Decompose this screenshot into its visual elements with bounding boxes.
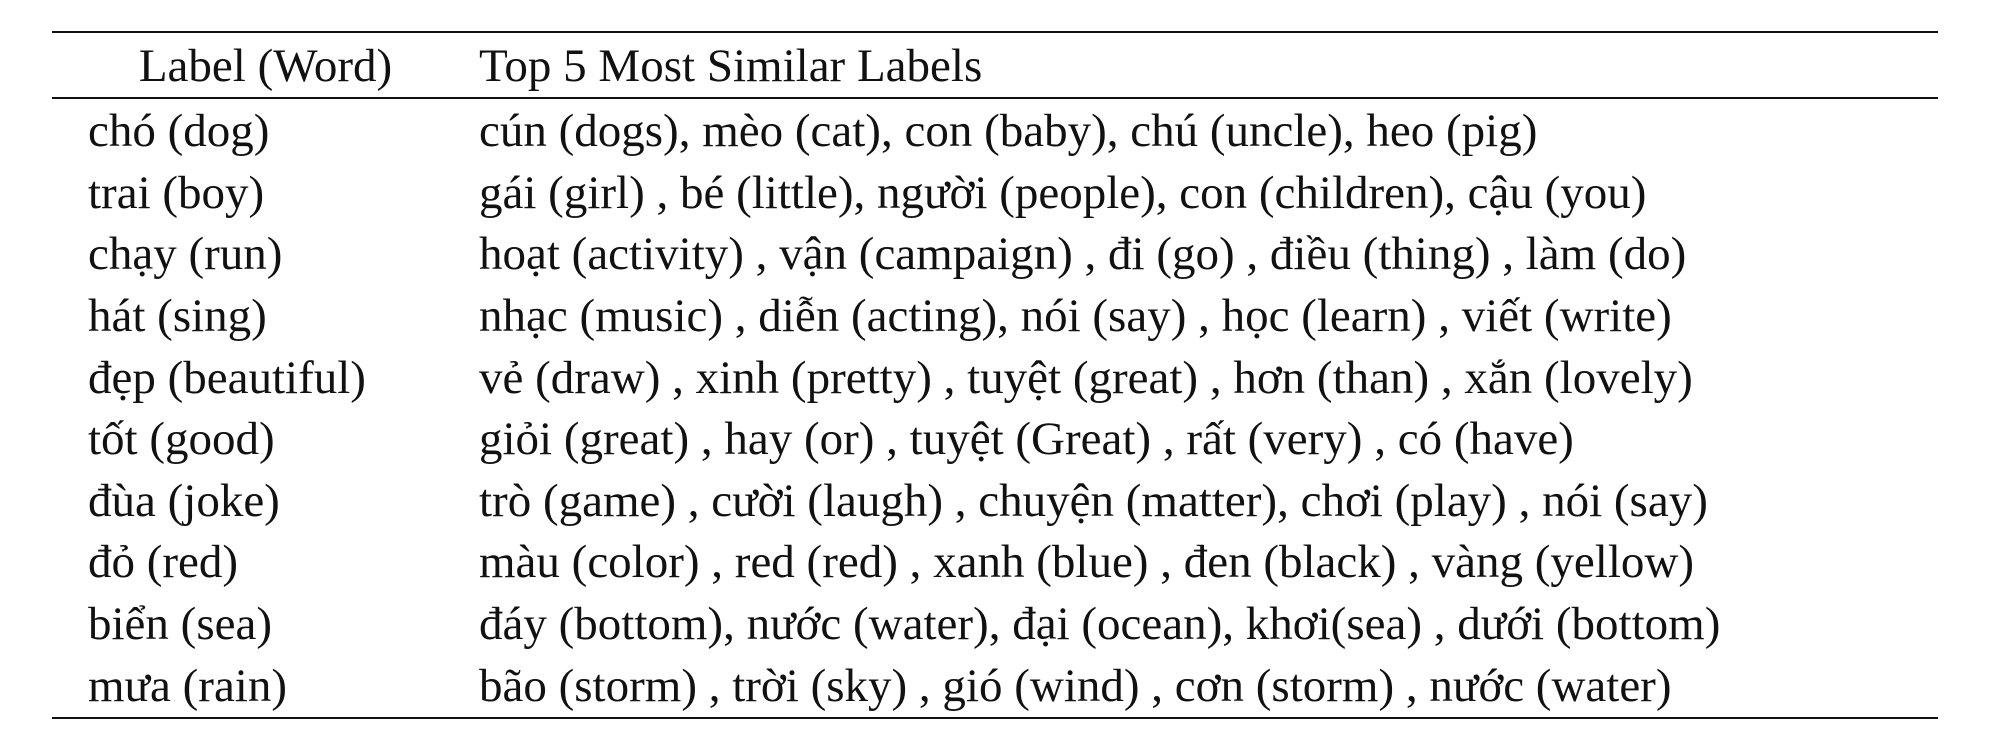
table-row: chó (dog) cún (dogs), mèo (cat), con (ba… [52, 98, 1938, 163]
header-label-word: Label (Word) [138, 39, 393, 92]
label-cell: mưa (rain) [88, 659, 288, 712]
table-row: đùa (joke) trò (game) , cười (laugh) , c… [52, 471, 1938, 533]
similar-labels-cell: nhạc (music) , diễn (acting), nói (say) … [479, 290, 1672, 343]
similar-labels-cell: trò (game) , cười (laugh) , chuyện (matt… [479, 474, 1708, 527]
similar-labels-table: Label (Word) Top 5 Most Similar Labels c… [52, 31, 1938, 719]
table-row: chạy (run) hoạt (activity) , vận (campai… [52, 224, 1938, 286]
similar-labels-table-container: Label (Word) Top 5 Most Similar Labels c… [52, 31, 1938, 719]
label-cell: trai (boy) [88, 166, 265, 219]
similar-labels-cell: vẻ (draw) , xinh (pretty) , tuyệt (great… [479, 351, 1693, 404]
table-row: mưa (rain) bão (storm) , trời (sky) , gi… [52, 655, 1938, 718]
label-cell: hát (sing) [88, 290, 267, 343]
table-header: Label (Word) Top 5 Most Similar Labels [52, 32, 1938, 98]
table-row: trai (boy) gái (girl) , bé (little), ngư… [52, 163, 1938, 225]
similar-labels-cell: cún (dogs), mèo (cat), con (baby), chú (… [479, 105, 1538, 158]
similar-labels-cell: giỏi (great) , hay (or) , tuyệt (Great) … [479, 413, 1574, 466]
header-row: Label (Word) Top 5 Most Similar Labels [52, 32, 1938, 98]
label-cell: đẹp (beautiful) [88, 351, 366, 404]
table-body: chó (dog) cún (dogs), mèo (cat), con (ba… [52, 98, 1938, 718]
table-row: hát (sing) nhạc (music) , diễn (acting),… [52, 286, 1938, 348]
label-cell: đùa (joke) [88, 474, 280, 527]
label-cell: tốt (good) [88, 413, 275, 466]
similar-labels-cell: đáy (bottom), nước (water), đại (ocean),… [479, 598, 1721, 651]
table-row: tốt (good) giỏi (great) , hay (or) , tuy… [52, 409, 1938, 471]
table-row: đỏ (red) màu (color) , red (red) , xanh … [52, 532, 1938, 594]
similar-labels-cell: bão (storm) , trời (sky) , gió (wind) , … [479, 659, 1672, 712]
similar-labels-cell: màu (color) , red (red) , xanh (blue) , … [479, 536, 1694, 589]
label-cell: biển (sea) [88, 598, 272, 651]
table-row: đẹp (beautiful) vẻ (draw) , xinh (pretty… [52, 347, 1938, 409]
table-row: biển (sea) đáy (bottom), nước (water), đ… [52, 594, 1938, 656]
label-cell: chạy (run) [88, 228, 283, 281]
similar-labels-cell: gái (girl) , bé (little), người (people)… [479, 166, 1647, 219]
header-top5-similar: Top 5 Most Similar Labels [479, 39, 983, 92]
similar-labels-cell: hoạt (activity) , vận (campaign) , đi (g… [479, 228, 1687, 281]
label-cell: đỏ (red) [88, 536, 239, 589]
label-cell: chó (dog) [88, 105, 270, 158]
